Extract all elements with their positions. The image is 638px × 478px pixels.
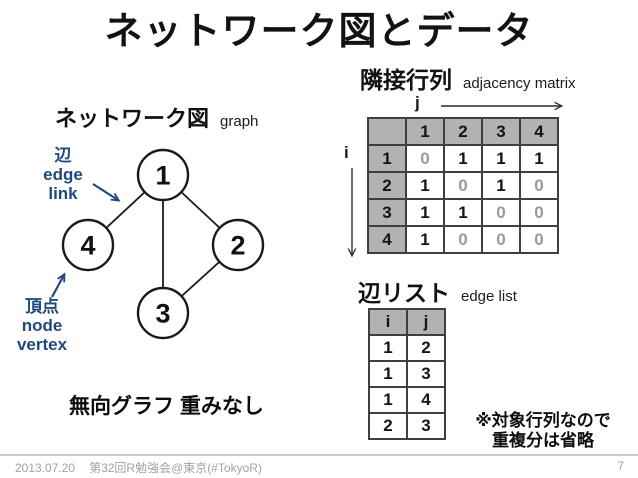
edgelist-heading-jp: 辺リスト <box>358 280 450 306</box>
matrix-value-cell: 0 <box>519 225 559 254</box>
graph-section-heading: ネットワーク図 graph <box>55 101 258 133</box>
matrix-value-cell: 1 <box>443 198 483 227</box>
graph-heading-jp: ネットワーク図 <box>55 106 210 131</box>
matrix-value-cell: 1 <box>443 144 483 173</box>
symmetry-note: ※対象行列なので 重複分は省略 <box>448 411 638 451</box>
edgelist-value-cell: 3 <box>406 360 446 388</box>
symmetry-note-line2: 重複分は省略 <box>492 431 594 450</box>
edgelist-col-header: i <box>368 308 408 336</box>
graph-node <box>211 218 265 272</box>
edgelist-value-cell: 1 <box>368 334 408 362</box>
graph-node <box>61 218 115 272</box>
edge-annotation-line: link <box>48 184 78 203</box>
vertex-annotation: 頂点 node vertex <box>0 297 84 354</box>
edgelist-value-cell: 1 <box>368 386 408 414</box>
edge-pointer-arrow <box>92 183 118 200</box>
edgelist-value-cell: 2 <box>368 412 408 440</box>
adjacency-heading-en: adjacency matrix <box>463 75 576 92</box>
matrix-col-header: 2 <box>443 117 483 146</box>
matrix-col-header: 1 <box>405 117 445 146</box>
footer-event: 第32回R勉強会@東京(#TokyoR) <box>89 461 262 475</box>
graph-nodes: 1 2 3 4 <box>61 148 265 340</box>
edgelist-section-heading: 辺リスト edge list <box>358 274 517 308</box>
matrix-corner-cell <box>367 117 407 146</box>
matrix-value-cell: 1 <box>481 171 521 200</box>
graph-node <box>136 148 190 202</box>
matrix-value-cell: 0 <box>481 225 521 254</box>
edge-annotation: 辺 edge link <box>20 146 106 203</box>
symmetry-note-line1: ※対象行列なので <box>475 411 611 430</box>
matrix-value-cell: 0 <box>443 171 483 200</box>
adjacency-heading-jp: 隣接行列 <box>360 67 452 93</box>
adjacency-section-heading: 隣接行列 adjacency matrix <box>360 61 576 95</box>
edgelist-value-cell: 1 <box>368 360 408 388</box>
vertex-annotation-line: 頂点 <box>25 297 59 316</box>
graph-node-label: 4 <box>80 231 95 261</box>
vertex-annotation-line: vertex <box>16 335 68 354</box>
j-axis-label: j <box>415 93 420 112</box>
edgelist-col-header: j <box>406 308 446 336</box>
edgelist-value-cell: 3 <box>406 412 446 440</box>
matrix-value-cell: 0 <box>519 171 559 200</box>
matrix-row-header: 4 <box>367 225 407 254</box>
matrix-value-cell: 0 <box>405 144 445 173</box>
vertex-pointer-arrow <box>51 275 64 298</box>
matrix-value-cell: 0 <box>481 198 521 227</box>
graph-node-label: 2 <box>230 231 245 261</box>
edgelist-value-cell: 2 <box>406 334 446 362</box>
vertex-annotation-line: node <box>21 316 63 335</box>
graph-heading-en: graph <box>220 113 259 130</box>
footer-date: 2013.07.20 <box>15 461 76 475</box>
matrix-value-cell: 1 <box>405 171 445 200</box>
graph-node-label: 1 <box>155 161 170 191</box>
matrix-value-cell: 0 <box>519 198 559 227</box>
slide-title: ネットワーク図とデータ <box>104 11 534 53</box>
footer-page-number: 7 <box>617 459 624 473</box>
matrix-value-cell: 0 <box>443 225 483 254</box>
edgelist-heading-en: edge list <box>461 288 517 305</box>
footer-divider <box>0 454 638 456</box>
footer-credit: 2013.07.20 第32回R勉強会@東京(#TokyoR) <box>15 459 262 476</box>
matrix-col-header: 4 <box>519 117 559 146</box>
edgelist-value-cell: 4 <box>406 386 446 414</box>
i-axis-label: i <box>344 143 349 162</box>
matrix-row-header: 1 <box>367 144 407 173</box>
edge-annotation-line: 辺 <box>54 146 72 165</box>
matrix-value-cell: 1 <box>519 144 559 173</box>
matrix-value-cell: 1 <box>405 198 445 227</box>
edge-annotation-line: edge <box>43 165 83 184</box>
matrix-value-cell: 1 <box>405 225 445 254</box>
graph-caption: 無向グラフ 重みなし <box>69 395 264 418</box>
matrix-value-cell: 1 <box>481 144 521 173</box>
matrix-row-header: 2 <box>367 171 407 200</box>
matrix-col-header: 3 <box>481 117 521 146</box>
graph-node-label: 3 <box>155 299 170 329</box>
graph-node <box>136 286 190 340</box>
matrix-row-header: 3 <box>367 198 407 227</box>
